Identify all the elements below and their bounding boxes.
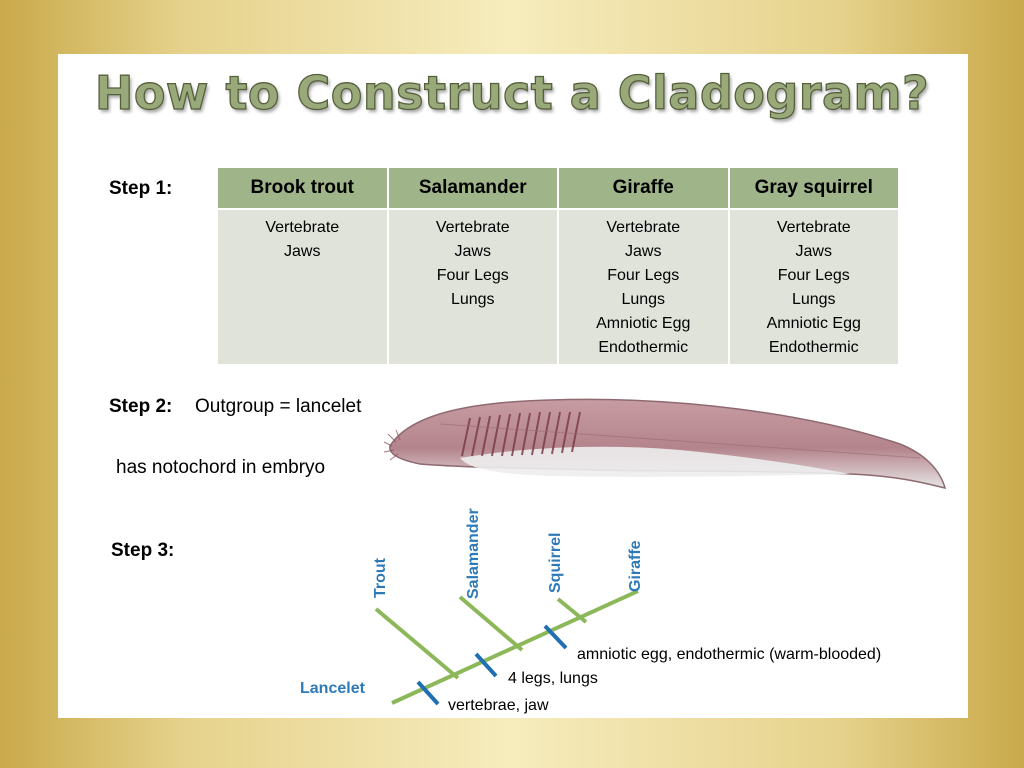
column-header-brook-trout: Brook trout [216,166,389,210]
trait-cell-gray-squirrel: Vertebrate Jaws Four Legs Lungs Amniotic… [727,208,900,366]
traits-header-row: Brook trout Salamander Giraffe Gray squi… [216,166,900,210]
trait-item: Lungs [791,291,836,308]
step3-label: Step 3: [111,540,175,561]
trait-item: Vertebrate [435,219,510,236]
taxon-squirrel: Squirrel [547,533,564,593]
trait-item: Four Legs [607,267,680,284]
content-panel [58,54,968,718]
tick-legs [474,652,498,678]
trait-item: Lungs [621,291,666,308]
branch-trout [374,607,460,680]
trait-item: Lungs [450,291,495,308]
taxon-salamander: Salamander [465,508,482,599]
branch-squirrel [556,597,588,624]
trait-cell-salamander: Vertebrate Jaws Four Legs Lungs [386,208,559,366]
trait-item: Jaws [795,243,832,260]
trait-item: Vertebrate [776,219,851,236]
taxon-trout: Trout [372,557,389,598]
step2-label: Step 2: [109,396,173,417]
trait-cell-giraffe: Vertebrate Jaws Four Legs Lungs Amniotic… [557,208,730,366]
trait-item: Amniotic Egg [596,315,691,332]
slide-title: How to Construct a Cladogram? [94,65,930,120]
cladogram-trunk [391,589,639,705]
taxon-lancelet: Lancelet [300,680,366,697]
trait-item: Vertebrate [265,219,340,236]
trait-item: Four Legs [436,267,509,284]
outgroup-text: Outgroup = lancelet [195,396,362,417]
column-header-salamander: Salamander [386,166,559,210]
column-header-giraffe: Giraffe [557,166,730,210]
column-header-gray-squirrel: Gray squirrel [727,166,900,210]
trait-item: Vertebrate [606,219,681,236]
trait-cell-brook-trout: Vertebrate Jaws [216,208,389,366]
taxon-giraffe: Giraffe [627,540,644,592]
branch-salamander [458,595,524,652]
tick-vertebrae [416,680,440,706]
trait-item: Jaws [284,243,321,260]
character-amniotic: amniotic egg, endothermic (warm-blooded) [577,646,881,663]
notochord-note: has notochord in embryo [116,457,326,478]
tick-amniotic [543,624,568,650]
trait-item: Amniotic Egg [766,315,861,332]
step1-label: Step 1: [109,178,173,199]
traits-table: Brook trout Salamander Giraffe Gray squi… [216,166,900,366]
trait-item: Jaws [625,243,662,260]
traits-row: Vertebrate Jaws Vertebrate Jaws Four Leg… [216,208,900,366]
trait-item: Endothermic [768,339,859,356]
lancelet-image [383,398,947,490]
character-legs: 4 legs, lungs [508,670,598,687]
trait-item: Four Legs [777,267,850,284]
character-vertebrae: vertebrae, jaw [448,697,549,714]
trait-item: Jaws [454,243,491,260]
trait-item: Endothermic [598,339,689,356]
